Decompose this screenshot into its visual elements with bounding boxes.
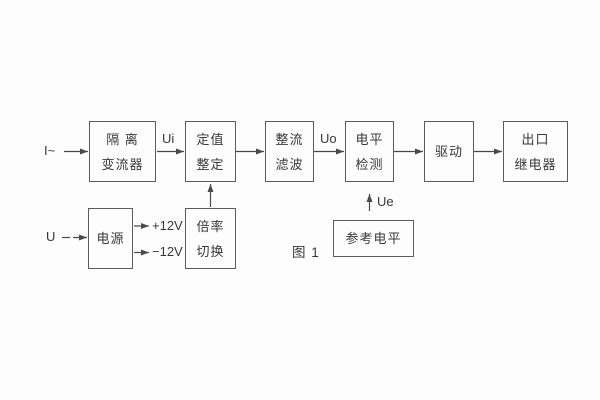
label-rail-positive: +12V [152,218,183,233]
block-relay-line1: 出口 [521,131,550,147]
label-uo-signal: Uo [320,131,337,146]
block-rectifier-filter: 整流 滤波 [265,121,314,182]
block-setting-line1: 定值 [196,131,225,147]
block-reference-label: 参考电平 [345,231,402,246]
label-ue-signal: Ue [377,194,394,209]
block-level-detection: 电平 检测 [345,121,394,182]
label-rail-negative: −12V [152,244,183,259]
block-ratio-switch: 倍率 切换 [185,208,236,269]
block-drive-label: 驱动 [434,144,463,159]
block-drive: 驱动 [424,121,474,182]
label-current-input: I~ [44,143,56,158]
block-setting-line2: 整定 [196,156,225,172]
block-isolation-line1: 隔 离 [106,131,139,147]
block-power-supply: 电源 [88,208,133,269]
block-rectify-line1: 整流 [275,131,304,147]
block-reference-level: 参考电平 [333,220,414,257]
label-ui-signal: Ui [162,131,175,146]
block-ratio-line2: 切换 [196,243,225,259]
block-output-relay: 出口 继电器 [503,121,568,182]
block-setting-adjustment: 定值 整定 [185,121,236,182]
block-level-line1: 电平 [355,131,384,147]
label-voltage-input: U [46,229,56,244]
block-isolation-transformer: 隔 离 变流器 [89,121,156,182]
block-power-label: 电源 [96,231,125,246]
block-relay-line2: 继电器 [514,156,557,172]
block-rectify-line2: 滤波 [275,156,304,172]
block-isolation-line2: 变流器 [101,156,144,172]
figure-caption: 图 1 [292,245,320,260]
block-level-line2: 检测 [355,156,384,172]
block-ratio-line1: 倍率 [196,218,225,234]
